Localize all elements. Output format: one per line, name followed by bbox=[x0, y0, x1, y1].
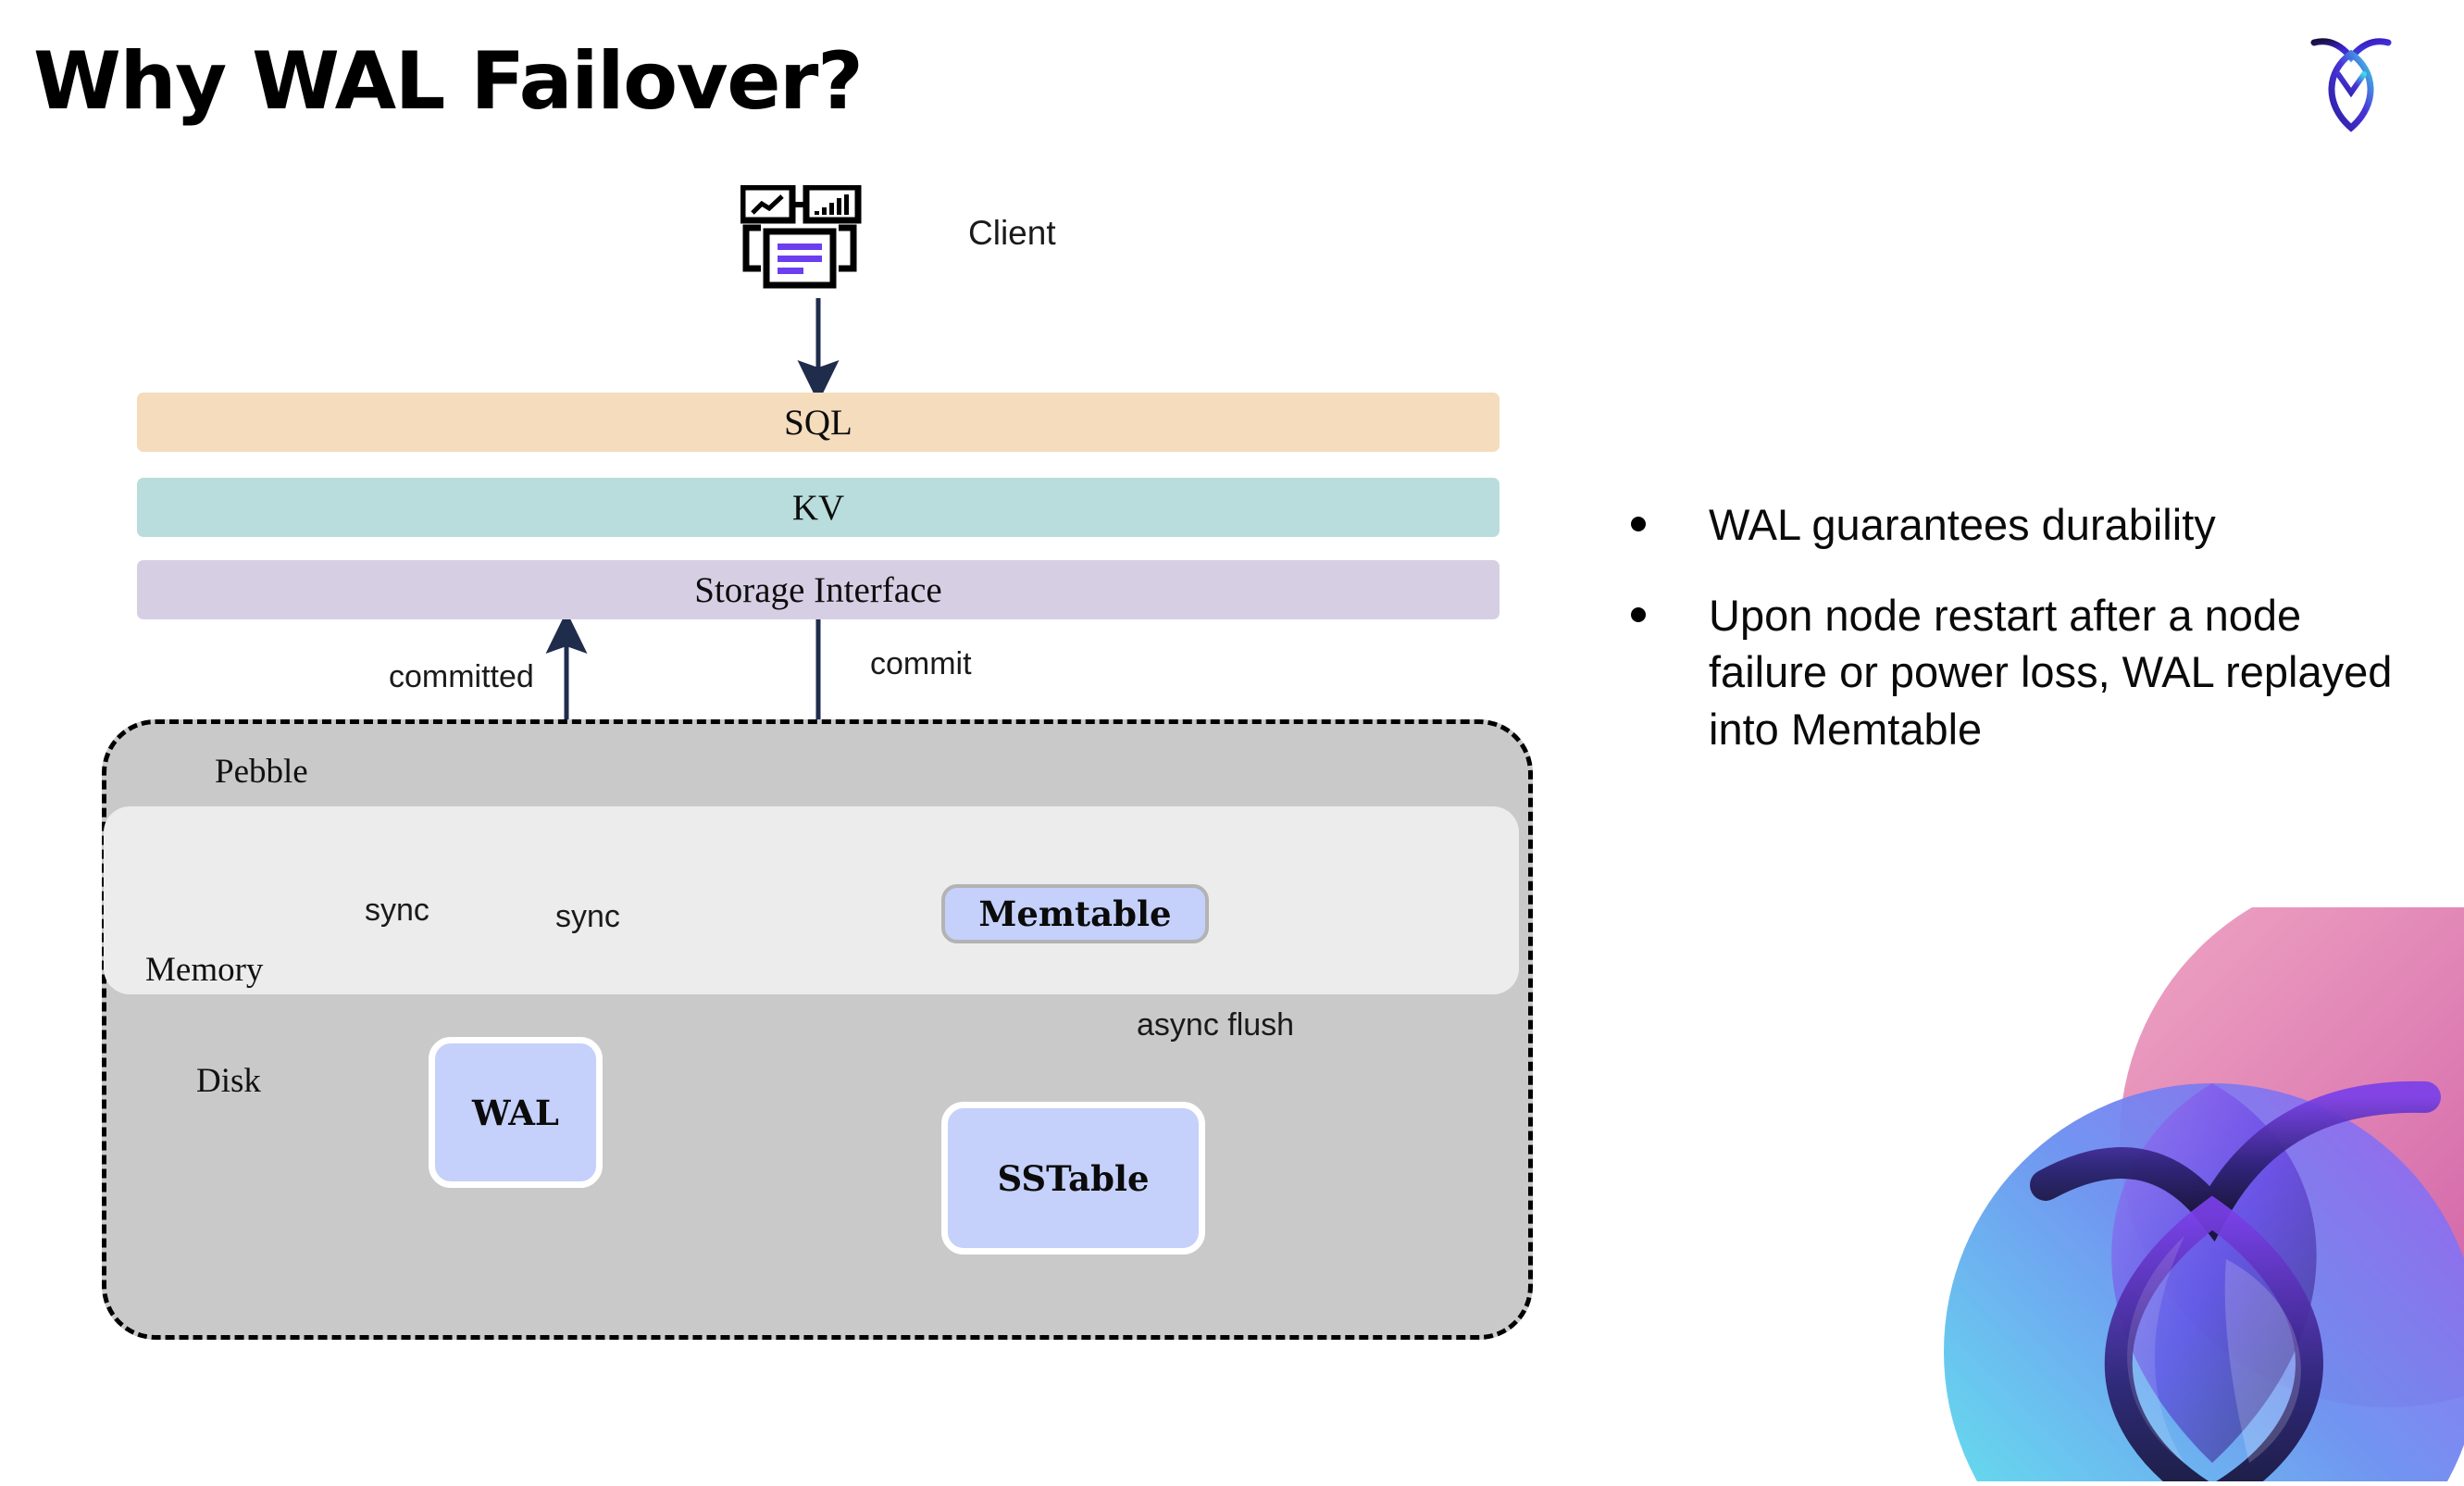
layer-label-sql: SQL bbox=[784, 402, 852, 443]
edge-label-commit: commit bbox=[870, 646, 972, 681]
page-title: Why WAL Failover? bbox=[33, 35, 864, 128]
bullet-dot-icon bbox=[1631, 517, 1646, 531]
client-monitoring-dashboard-icon bbox=[739, 183, 892, 296]
layer-label-storage-interface: Storage Interface bbox=[694, 569, 942, 610]
layer-bar-storage-interface[interactable]: Storage Interface bbox=[137, 560, 1500, 619]
bullet-list: WAL guarantees durability Upon node rest… bbox=[1631, 496, 2408, 791]
edge-label-sync-left: sync bbox=[365, 893, 429, 928]
node-wal[interactable]: WAL bbox=[429, 1037, 603, 1188]
node-memtable[interactable]: Memtable bbox=[941, 884, 1209, 943]
memory-label: Memory bbox=[145, 951, 264, 989]
edge-label-sync-right: sync bbox=[555, 899, 620, 934]
node-label-sstable: SSTable bbox=[997, 1157, 1150, 1199]
disk-label: Disk bbox=[196, 1062, 261, 1100]
edge-label-committed: committed bbox=[389, 659, 534, 694]
edge-label-async-flush: async flush bbox=[1137, 1007, 1295, 1043]
cockroach-labs-logo-icon bbox=[2307, 26, 2396, 133]
list-item: Upon node restart after a node failure o… bbox=[1631, 587, 2408, 758]
layer-label-kv: KV bbox=[791, 487, 845, 528]
node-label-memtable: Memtable bbox=[978, 893, 1172, 934]
bullet-dot-icon bbox=[1631, 606, 1646, 622]
layer-bar-kv[interactable]: KV bbox=[137, 478, 1500, 537]
pebble-label: Pebble bbox=[215, 753, 308, 791]
memory-zone bbox=[104, 806, 1519, 994]
layer-bar-sql[interactable]: SQL bbox=[137, 393, 1500, 452]
bullet-text: Upon node restart after a node failure o… bbox=[1709, 590, 2393, 754]
list-item: WAL guarantees durability bbox=[1631, 496, 2408, 554]
node-label-wal: WAL bbox=[472, 1092, 559, 1133]
client-label: Client bbox=[968, 214, 1056, 252]
node-sstable[interactable]: SSTable bbox=[941, 1102, 1205, 1255]
bullet-text: WAL guarantees durability bbox=[1709, 500, 2216, 549]
